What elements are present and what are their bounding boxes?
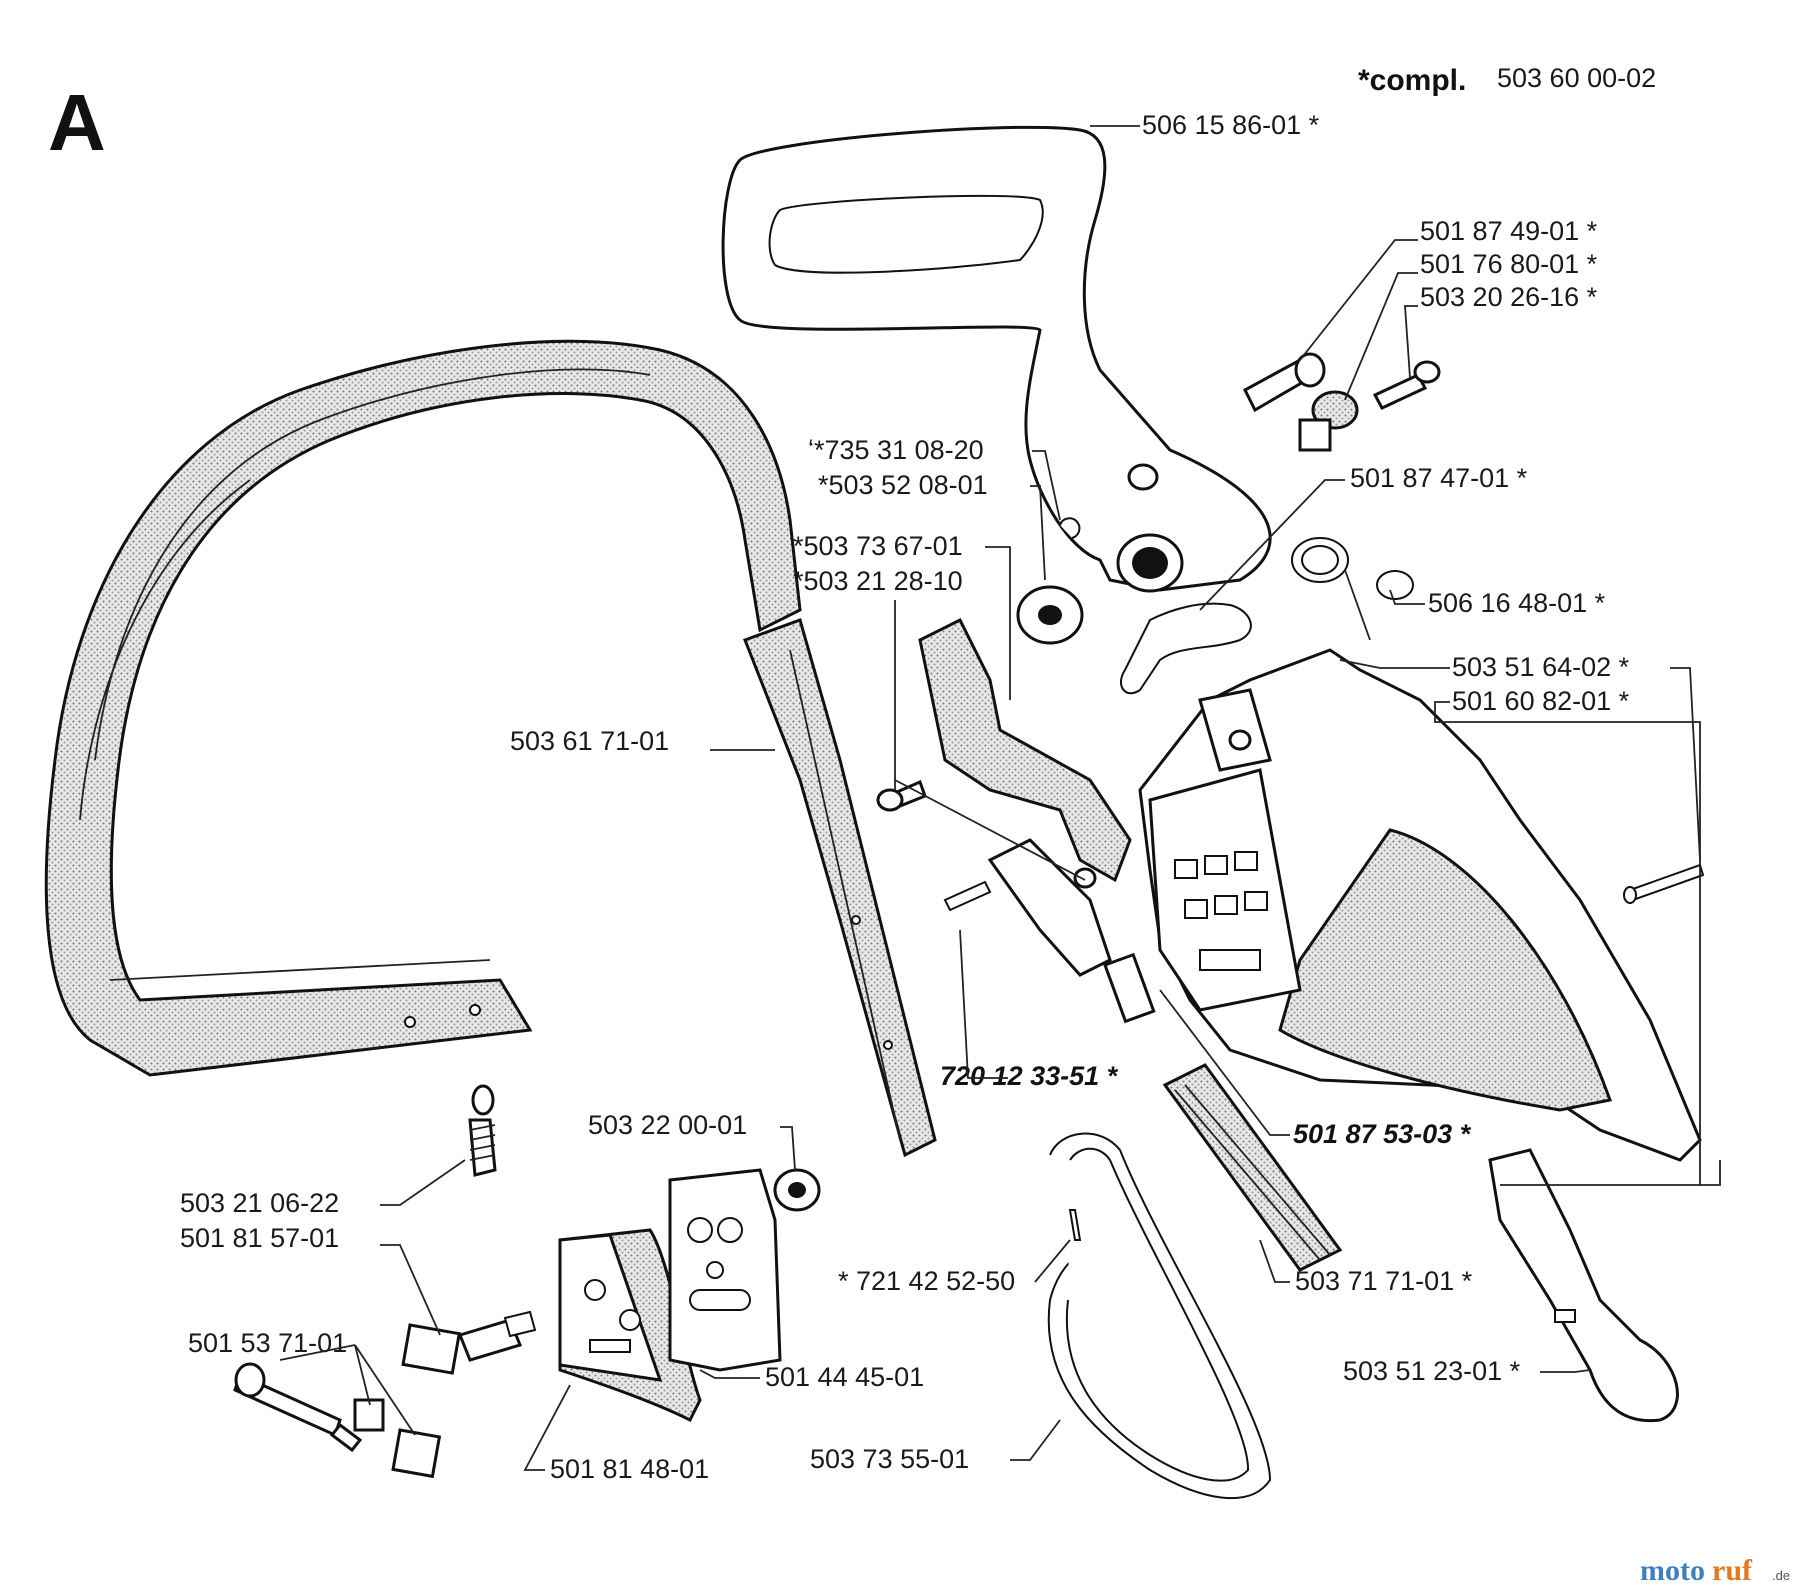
label-503-21-06-22: 503 21 06-22 [180,1188,339,1218]
adjusting-screw [233,1362,363,1453]
brake-band [1047,1132,1272,1500]
label-501-44-45-01: 501 44 45-01 [765,1362,924,1392]
label-503-22-00-01: 503 22 00-01 [588,1110,747,1140]
adjuster-nut [353,1398,442,1479]
label-735-31-08-20: ʻ*735 31 08-20 [808,435,984,465]
screw-small [1372,360,1441,410]
watermark: moto ruf .de [1640,1554,1790,1587]
watermark-brand-a: moto [1640,1554,1705,1587]
label-501-76-80-01: 501 76 80-01 * [1420,249,1598,279]
chain-brake-handle [721,125,1272,593]
complete-set-number: 503 60 00-02 [1497,63,1656,93]
tensioner-plate [1488,1148,1679,1423]
section-letter: A [48,78,106,167]
inner-bar-plate [668,1168,782,1372]
rivet-pin [1623,863,1705,904]
nut [773,1168,821,1212]
label-501-87-47-01: 501 87 47-01 * [1350,463,1528,493]
brake-bushing [1016,585,1084,645]
label-503-20-26-16: 503 20 26-16 * [1420,282,1598,312]
label-501-81-48-01: 501 81 48-01 [550,1454,709,1484]
brake-spring-clip [1120,602,1252,695]
label-501-81-57-01: 501 81 57-01 [180,1223,339,1253]
torsion-spring [1291,537,1414,641]
label-501-60-82-01: 501 60 82-01 * [1452,686,1630,716]
label-503-21-28-10: *503 21 28-10 [793,566,963,596]
clutch-cover [1138,648,1702,1162]
label-501-87-53-03: 501 87 53-03 * [1293,1119,1472,1149]
label-720-12-33-51: 720 12 33-51 * [940,1061,1119,1091]
label-503-73-55-01: 503 73 55-01 [810,1444,969,1474]
label-501-87-49-01: 501 87 49-01 * [1420,216,1598,246]
label-501-53-71-01: 501 53 71-01 [188,1328,347,1358]
front-handle-bar [44,339,802,1077]
brake-link [987,838,1156,1024]
small-pin-band [1068,1209,1082,1241]
label-506-16-48-01: 506 16 48-01 * [1428,588,1606,618]
brake-lever-plate [918,617,1132,883]
complete-set-prefix: *compl. [1358,64,1466,97]
label-506-15-86-01: 506 15 86-01 * [1142,110,1320,140]
label-503-71-71-01: 503 71 71-01 * [1295,1266,1473,1296]
watermark-brand-b: ruf [1712,1554,1753,1587]
watermark-suffix: .de [1772,1568,1790,1583]
leader-lines [279,125,1721,1471]
label-503-73-67-01: *503 73 67-01 [793,531,963,561]
brake-spring [1162,1063,1343,1272]
e-clip [1059,517,1081,539]
outer-bar-plate [558,1228,702,1423]
label-503-51-23-01: 503 51 23-01 * [1343,1356,1521,1386]
pin-small [943,880,992,912]
label-721-42-52-50: * 721 42 52-50 [838,1266,1015,1296]
pivot-bolt [1243,352,1326,413]
tensioner-screw [401,1310,537,1375]
bar-stud [468,1084,497,1177]
label-503-51-64-02: 503 51 64-02 * [1452,652,1630,682]
label-503-61-71-01: 503 61 71-01 [510,726,669,756]
screw-brake [876,779,927,812]
handle-tube-leg [743,618,937,1158]
label-503-52-08-01: *503 52 08-01 [818,470,988,500]
spacer-bushing [1298,390,1359,452]
